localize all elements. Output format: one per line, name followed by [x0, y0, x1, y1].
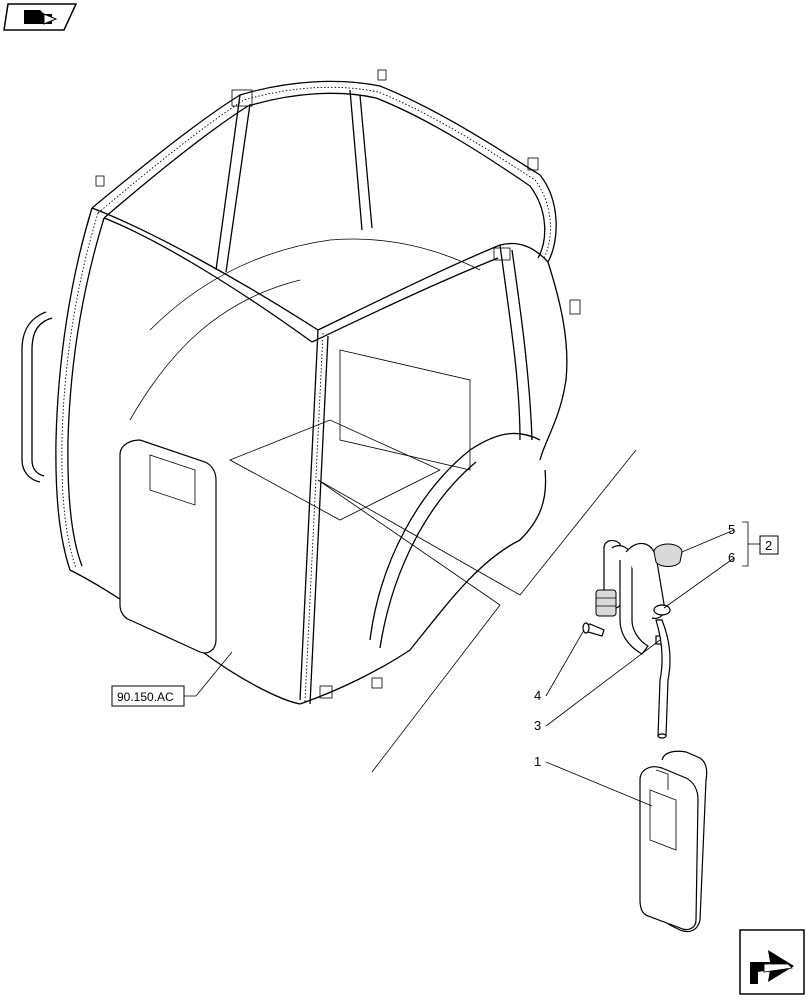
callout-1: 1 — [534, 754, 541, 769]
callout-6: 6 — [728, 550, 735, 565]
reference-label[interactable]: 90.150.AC — [117, 690, 174, 704]
callout-5: 5 — [728, 522, 735, 537]
callout-3: 3 — [534, 718, 541, 733]
book-arrow-icon[interactable] — [3, 3, 78, 31]
reference-box[interactable] — [111, 685, 185, 707]
mirror-head — [639, 750, 708, 933]
explode-lines — [317, 449, 637, 773]
cab-frame — [21, 69, 581, 705]
group-label: 2 — [765, 538, 772, 553]
callout-4: 4 — [534, 688, 541, 703]
next-page-arrow-icon[interactable] — [739, 929, 805, 995]
group-box — [759, 535, 779, 555]
callout-leaders — [184, 521, 760, 807]
mirror-arm-assembly — [582, 539, 683, 739]
